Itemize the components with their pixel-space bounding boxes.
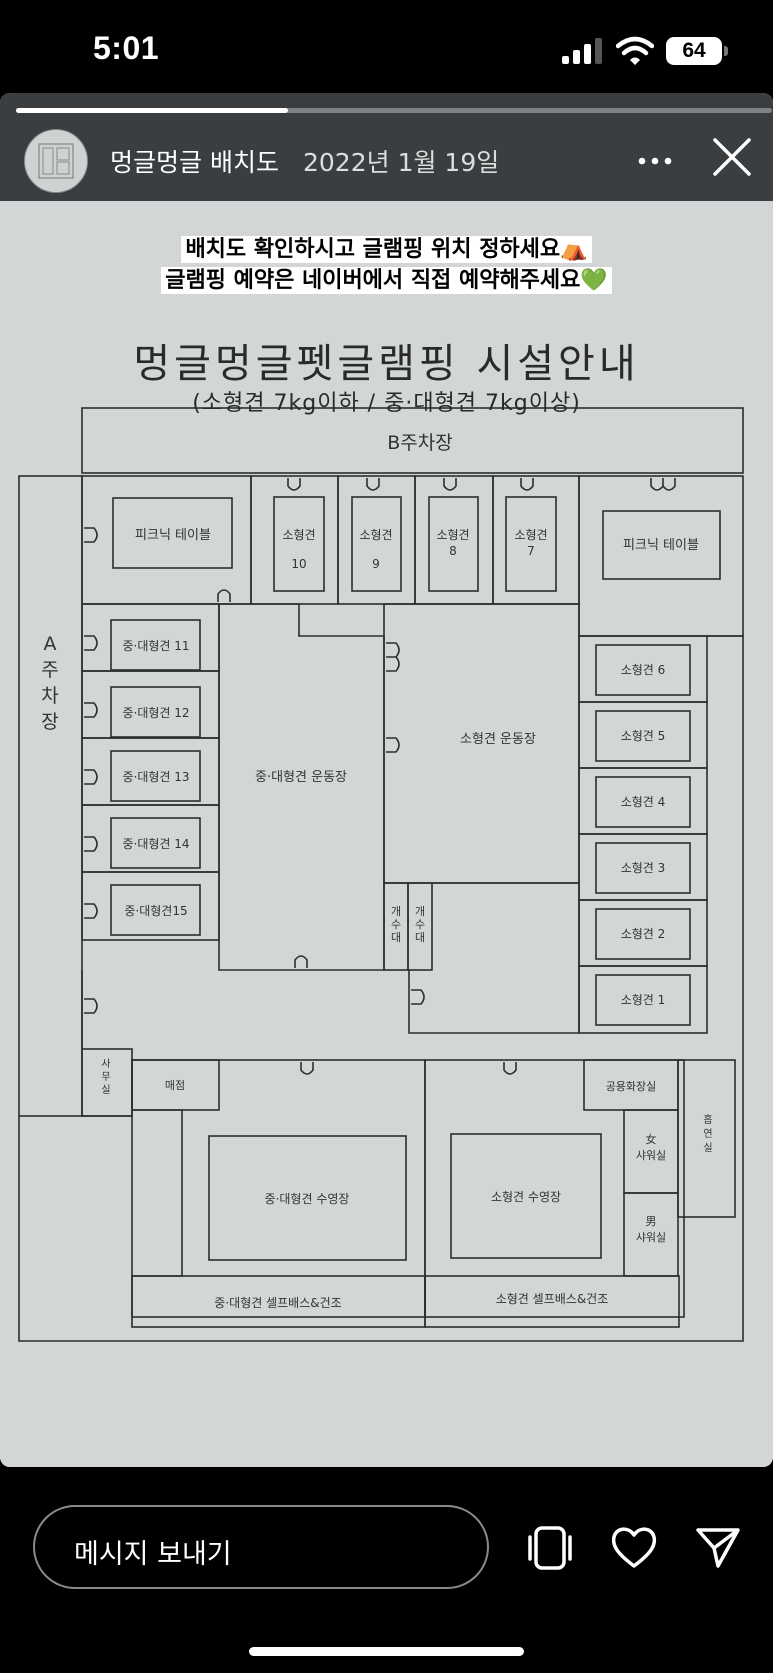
- map-midlarge-14-label: 중·대형견 14: [122, 837, 189, 851]
- battery-tip: [724, 46, 728, 56]
- map-small-4-label: 소형견 4: [621, 795, 666, 809]
- map-men-shower-0: 男: [646, 1215, 657, 1228]
- status-time: 5:01: [93, 30, 160, 66]
- story-progress-bar: [16, 108, 772, 113]
- map-midlarge-11-label: 중·대형견 11: [122, 639, 189, 653]
- avatar-map-thumbnail-icon: [38, 143, 74, 179]
- map-midlarge-pool-label: 중·대형견 수영장: [265, 1192, 350, 1206]
- map-small-selfbath-label: 소형견 셀프배스&건조: [496, 1292, 609, 1306]
- story-header: 멍글멍글 배치도 2022년 1월 19일: [0, 93, 773, 201]
- map-parking-a-label-2: 차: [41, 685, 58, 707]
- map-small-1-label: 소형견 1: [621, 993, 666, 1007]
- map-small-playground-label: 소형견 운동장: [460, 732, 536, 747]
- map-picnic-right-label: 피크닉 테이블: [623, 538, 699, 553]
- map-small-9-number: 9: [372, 557, 380, 571]
- message-input[interactable]: [33, 1505, 489, 1589]
- map-small-9-label: 소형견: [359, 528, 392, 542]
- cellular-signal-icon: [562, 38, 602, 64]
- map-small-7-number: 7: [527, 544, 535, 558]
- map-midlarge-playground-label: 중·대형견 운동장: [255, 770, 347, 785]
- map-men-shower-1: 샤워실: [636, 1231, 666, 1244]
- map-sink2-0: 개: [415, 905, 425, 918]
- story-caption-line-1-text: 배치도 확인하시고 글램핑 위치 정하세요⛺: [181, 236, 592, 263]
- map-smoking-2: 실: [703, 1142, 712, 1154]
- close-icon[interactable]: [712, 137, 752, 177]
- map-shared-restroom-label: 공용화장실: [606, 1080, 657, 1093]
- map-parking-a-label-1: 주: [41, 659, 58, 681]
- map-parking-a-label-3: 장: [41, 711, 58, 733]
- map-small-10-label: 소형견: [282, 528, 315, 542]
- map-small-8-number: 8: [449, 544, 457, 558]
- battery-indicator: 64: [666, 37, 722, 65]
- map-small-8-label: 소형견: [436, 528, 469, 542]
- map-midlarge-selfbath-label: 중·대형견 셀프배스&건조: [214, 1296, 341, 1310]
- home-indicator[interactable]: [249, 1647, 524, 1656]
- map-subtitle: (소형견 7kg이하 / 중·대형견 7kg이상): [192, 391, 581, 416]
- map-sink2-1: 수: [415, 918, 425, 931]
- reshare-icon[interactable]: [526, 1525, 574, 1571]
- map-midlarge-15-label: 중·대형견15: [124, 904, 187, 918]
- more-options-icon[interactable]: [638, 157, 672, 165]
- map-small-pool-label: 소형견 수영장: [491, 1190, 561, 1204]
- map-smoking-0: 흡: [703, 1113, 712, 1126]
- map-women-shower-1: 샤워실: [636, 1149, 666, 1162]
- map-shop-label: 매점: [165, 1079, 185, 1092]
- story-username[interactable]: 멍글멍글 배치도: [110, 148, 279, 177]
- map-midlarge-12-label: 중·대형견 12: [122, 706, 189, 720]
- map-parking-b-label: B주차장: [387, 432, 452, 454]
- heart-icon[interactable]: [610, 1524, 658, 1570]
- map-small-10-number: 10: [291, 557, 306, 571]
- map-picnic-left-label: 피크닉 테이블: [135, 528, 211, 543]
- map-women-shower-0: 女: [646, 1132, 657, 1146]
- avatar[interactable]: [24, 129, 88, 193]
- map-office-0: 사: [101, 1058, 110, 1070]
- story-progress-fill: [16, 108, 289, 113]
- map-small-2-label: 소형견 2: [621, 927, 666, 941]
- map-small-6-label: 소형견 6: [621, 663, 666, 677]
- map-parking-a-label-0: A: [44, 633, 57, 655]
- map-midlarge-13-label: 중·대형견 13: [122, 770, 189, 784]
- message-input-placeholder: 메시지 보내기: [74, 1539, 232, 1570]
- map-small-7-label: 소형견: [514, 528, 547, 542]
- map-title: 멍글멍글펫글램핑 시설안내: [133, 341, 640, 387]
- story-date: 2022년 1월 19일: [303, 148, 500, 177]
- map-office-2: 실: [101, 1084, 110, 1096]
- story-caption-line-1: 배치도 확인하시고 글램핑 위치 정하세요⛺: [0, 231, 773, 263]
- map-office-1: 무: [101, 1072, 110, 1083]
- map-small-5-label: 소형견 5: [621, 729, 666, 743]
- send-icon[interactable]: [694, 1524, 742, 1570]
- map-sink1-1: 수: [391, 918, 401, 931]
- map-sink1-0: 개: [391, 905, 401, 918]
- story-card[interactable]: B주차장 A 주 차 장 피크닉 테이블 피크닉 테이블 소형견 10 소형견 …: [0, 93, 773, 1467]
- map-sink1-2: 대: [391, 931, 401, 944]
- map-smoking-1: 연: [703, 1128, 712, 1140]
- wifi-icon: [616, 36, 654, 65]
- story-caption-line-2-text: 글램핑 예약은 네이버에서 직접 예약해주세요💚: [161, 267, 612, 294]
- story-caption-line-2: 글램핑 예약은 네이버에서 직접 예약해주세요💚: [0, 262, 773, 294]
- facility-map: B주차장 A 주 차 장 피크닉 테이블 피크닉 테이블 소형견 10 소형견 …: [0, 283, 773, 1467]
- map-small-3-label: 소형견 3: [621, 861, 666, 875]
- map-sink2-2: 대: [415, 931, 425, 944]
